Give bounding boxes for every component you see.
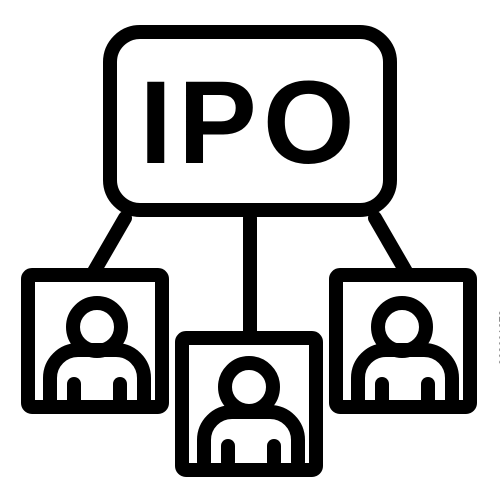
person-body-right: [351, 343, 459, 407]
person-body-left: [43, 343, 151, 407]
ipo-label: IPO: [139, 57, 360, 189]
person-frame-left: [21, 268, 169, 414]
person-head-center: [218, 356, 280, 418]
person-frame-center: [175, 331, 323, 477]
connector-left: [85, 211, 132, 282]
person-body-center: [197, 405, 305, 469]
connector-right: [368, 211, 415, 282]
ipo-box: [103, 25, 397, 217]
person-frame-right: [329, 268, 477, 414]
